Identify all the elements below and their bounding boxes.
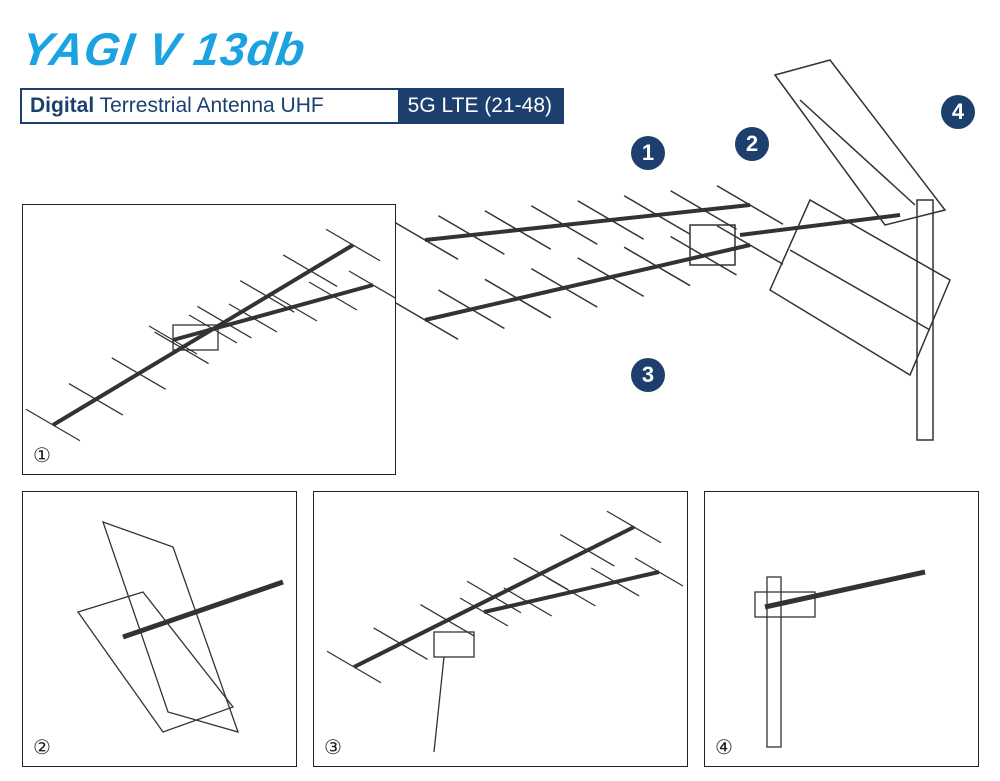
panel-label-3: ③ [324, 737, 342, 759]
drawing-line [577, 257, 645, 298]
panel-label-2: ② [33, 737, 51, 759]
drawing-line [68, 382, 124, 416]
drawing-line [459, 597, 509, 627]
drawing-shape [172, 324, 219, 351]
drawing-line [239, 280, 295, 313]
drawing-line [197, 305, 252, 339]
drawing-line [373, 627, 428, 660]
drawing-shape [916, 199, 934, 441]
drawing-line [25, 408, 81, 442]
detail-1-illustration [25, 228, 395, 442]
reflector-frame [101, 520, 240, 733]
drawing-line [799, 99, 916, 206]
detail-3-illustration [326, 510, 684, 753]
callout-1: 1 [631, 136, 665, 170]
panel-label-4: ④ [715, 737, 733, 759]
detail-panel-2: ② [22, 491, 297, 767]
drawing-line [188, 314, 238, 344]
drawing-line [424, 243, 751, 322]
drawing-line [590, 567, 640, 597]
drawing-line [530, 267, 598, 308]
drawing-line [228, 303, 278, 333]
callout-2: 2 [735, 127, 769, 161]
drawing-line [716, 225, 784, 265]
drawing-line [503, 587, 553, 617]
callout-4: 4 [941, 95, 975, 129]
band-label: 5G LTE (21-48) [397, 90, 562, 122]
drawing-line [268, 292, 318, 322]
drawing-line [623, 195, 691, 235]
drawing-line [172, 283, 374, 342]
drawing-line [326, 650, 382, 684]
reflector-frame [773, 59, 947, 226]
detail-panel-4: ④ [704, 491, 979, 767]
drawing-line [348, 270, 395, 299]
drawing-line [122, 579, 284, 640]
drawing-line [670, 235, 737, 276]
detail-4-illustration [754, 569, 926, 748]
drawing-shape [433, 631, 475, 658]
panel-label-1: ① [33, 445, 51, 467]
drawing-line [433, 656, 445, 753]
drawing-line [577, 200, 645, 240]
drawing-line [51, 243, 355, 427]
drawing-shape [766, 576, 782, 748]
drawing-line [764, 569, 926, 610]
subtitle-bold: Digital [30, 94, 95, 117]
reflector-frame [76, 591, 235, 733]
detail-panel-3: ③ [313, 491, 688, 767]
drawing-line [438, 289, 505, 330]
drawing-line [606, 510, 662, 544]
detail-2-illustration [76, 520, 284, 733]
drawing-line [154, 331, 209, 365]
drawing-line [547, 577, 596, 607]
drawing-line [424, 203, 751, 242]
drawing-line [438, 215, 505, 255]
drawing-line [716, 185, 784, 225]
drawing-line [530, 205, 598, 245]
drawing-line [789, 249, 931, 331]
drawing-shape [689, 224, 736, 266]
drawing-line [111, 357, 167, 390]
drawing-line [484, 210, 552, 250]
drawing-line [560, 534, 615, 567]
drawing-line [325, 228, 381, 262]
drawing-line [634, 557, 684, 587]
callout-3: 3 [631, 358, 665, 392]
drawing-line [420, 604, 475, 637]
drawing-line [670, 190, 737, 230]
drawing-shape [754, 591, 816, 618]
subtitle-text: Terrestrial Antenna UHF [94, 94, 324, 117]
subtitle-banner: Digital Terrestrial Antenna UHF 5G LTE (… [20, 88, 564, 124]
drawing-line [308, 281, 358, 311]
reflector-frame [769, 198, 951, 377]
drawing-line [391, 300, 459, 340]
drawing-line [739, 213, 901, 237]
detail-panel-1: ① [22, 204, 396, 475]
drawing-line [391, 220, 459, 260]
drawing-line [623, 246, 691, 287]
drawing-line [282, 254, 338, 288]
drawing-line [484, 278, 552, 319]
